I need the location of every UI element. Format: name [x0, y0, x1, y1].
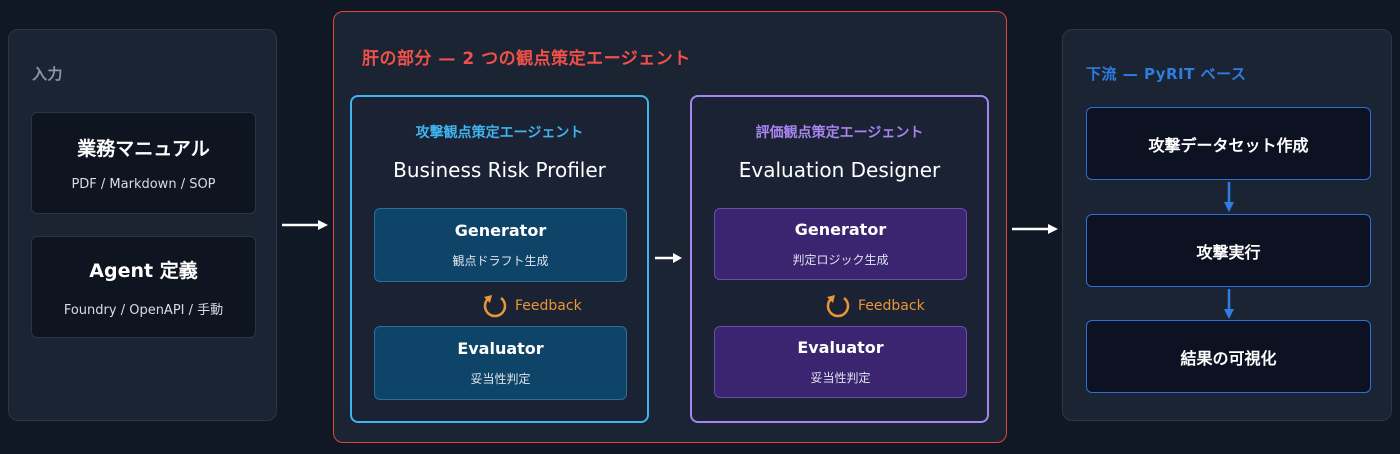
attack-generator-subtitle: 観点ドラフト生成 — [452, 254, 549, 268]
eval-generator-title: Generator — [794, 220, 887, 239]
refresh-cycle-icon — [826, 295, 850, 318]
attack-agent-box: 攻撃観点策定エージェント Business Risk Profiler Gene… — [350, 95, 649, 423]
arrow-right-icon — [1012, 224, 1058, 234]
input-card-manual-subtitle: PDF / Markdown / SOP — [71, 177, 216, 192]
eval-evaluator-card: Evaluator 妥当性判定 — [714, 326, 967, 398]
eval-generator-card: Generator 判定ロジック生成 — [714, 208, 967, 280]
eval-agent-label: 評価観点策定エージェント — [755, 125, 924, 141]
attack-evaluator-card: Evaluator 妥当性判定 — [374, 326, 627, 400]
core-panel-title: 肝の部分 — 2 つの観点策定エージェント — [362, 49, 691, 69]
downstream-panel-title: 下流 — PyRIT ベース — [1086, 65, 1247, 83]
downstream-step-execute: 攻撃実行 — [1086, 214, 1371, 287]
input-card-agent: Agent 定義 Foundry / OpenAPI / 手動 — [31, 236, 256, 338]
downstream-panel: 下流 — PyRIT ベース 攻撃データセット作成 攻撃実行 結果の可視化 — [1062, 29, 1392, 421]
downstream-step-dataset: 攻撃データセット作成 — [1086, 107, 1371, 180]
attack-evaluator-subtitle: 妥当性判定 — [470, 372, 531, 386]
arrow-down-icon — [1224, 182, 1234, 212]
input-card-agent-title: Agent 定義 — [89, 260, 198, 282]
eval-feedback-label: Feedback — [858, 298, 925, 314]
eval-agent-box: 評価観点策定エージェント Evaluation Designer Generat… — [690, 95, 989, 423]
arrow-right-icon — [655, 253, 682, 263]
eval-feedback: Feedback — [824, 292, 925, 320]
attack-agent-name: Business Risk Profiler — [393, 158, 606, 182]
attack-evaluator-title: Evaluator — [457, 339, 544, 358]
attack-feedback: Feedback — [481, 292, 582, 320]
attack-generator-title: Generator — [454, 221, 547, 240]
input-card-manual: 業務マニュアル PDF / Markdown / SOP — [31, 112, 256, 214]
eval-evaluator-title: Evaluator — [797, 338, 884, 357]
input-card-manual-title: 業務マニュアル — [77, 138, 210, 160]
arrow-down-icon — [1224, 289, 1234, 319]
input-panel-title: 入力 — [32, 65, 64, 83]
eval-evaluator-subtitle: 妥当性判定 — [810, 371, 871, 385]
input-card-agent-subtitle: Foundry / OpenAPI / 手動 — [63, 303, 224, 318]
attack-agent-label: 攻撃観点策定エージェント — [415, 125, 584, 141]
eval-agent-name: Evaluation Designer — [738, 158, 941, 182]
attack-feedback-label: Feedback — [515, 298, 582, 314]
eval-generator-subtitle: 判定ロジック生成 — [792, 253, 889, 267]
arrow-right-icon — [282, 220, 328, 230]
refresh-cycle-icon — [483, 295, 507, 318]
input-panel: 入力 業務マニュアル PDF / Markdown / SOP Agent 定義… — [8, 29, 277, 421]
attack-generator-card: Generator 観点ドラフト生成 — [374, 208, 627, 282]
core-panel: 肝の部分 — 2 つの観点策定エージェント 攻撃観点策定エージェント Busin… — [333, 11, 1007, 443]
downstream-step-visualize: 結果の可視化 — [1086, 320, 1371, 393]
